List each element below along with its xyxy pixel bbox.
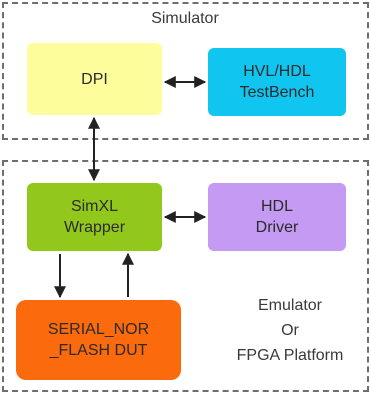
dpi-label: DPI: [81, 70, 108, 88]
dut-label-line-1: SERIAL_NOR: [47, 321, 150, 338]
simulator-region: [2, 2, 369, 140]
emulator-label-line-1: Emulator: [257, 297, 323, 314]
simulator-label: Simulator: [151, 10, 219, 27]
testbench-label-line-2: TestBench: [239, 84, 315, 101]
dpi-block: DPI: [27, 43, 162, 115]
driver-label-line-1: HDL: [260, 198, 293, 215]
emulator-label-line-3: FPGA Platform: [236, 347, 344, 364]
dut-label-line-2: _FLASH DUT: [49, 342, 148, 359]
wrapper-label-line-2: Wrapper: [63, 219, 126, 236]
emulator-label: Emulator Or FPGA Platform: [215, 293, 365, 368]
testbench-label-line-1: HVL/HDL: [243, 63, 311, 80]
testbench-block: HVL/HDL TestBench: [208, 48, 346, 116]
emulator-region: [2, 160, 369, 392]
dut-block: SERIAL_NOR _FLASH DUT: [16, 300, 181, 380]
hdl-driver-block: HDL Driver: [208, 183, 346, 251]
wrapper-label-line-1: SimXL: [70, 198, 119, 215]
emulator-label-line-2: Or: [281, 322, 299, 339]
simxl-wrapper-block: SimXL Wrapper: [27, 183, 162, 251]
driver-label-line-2: Driver: [255, 219, 299, 236]
